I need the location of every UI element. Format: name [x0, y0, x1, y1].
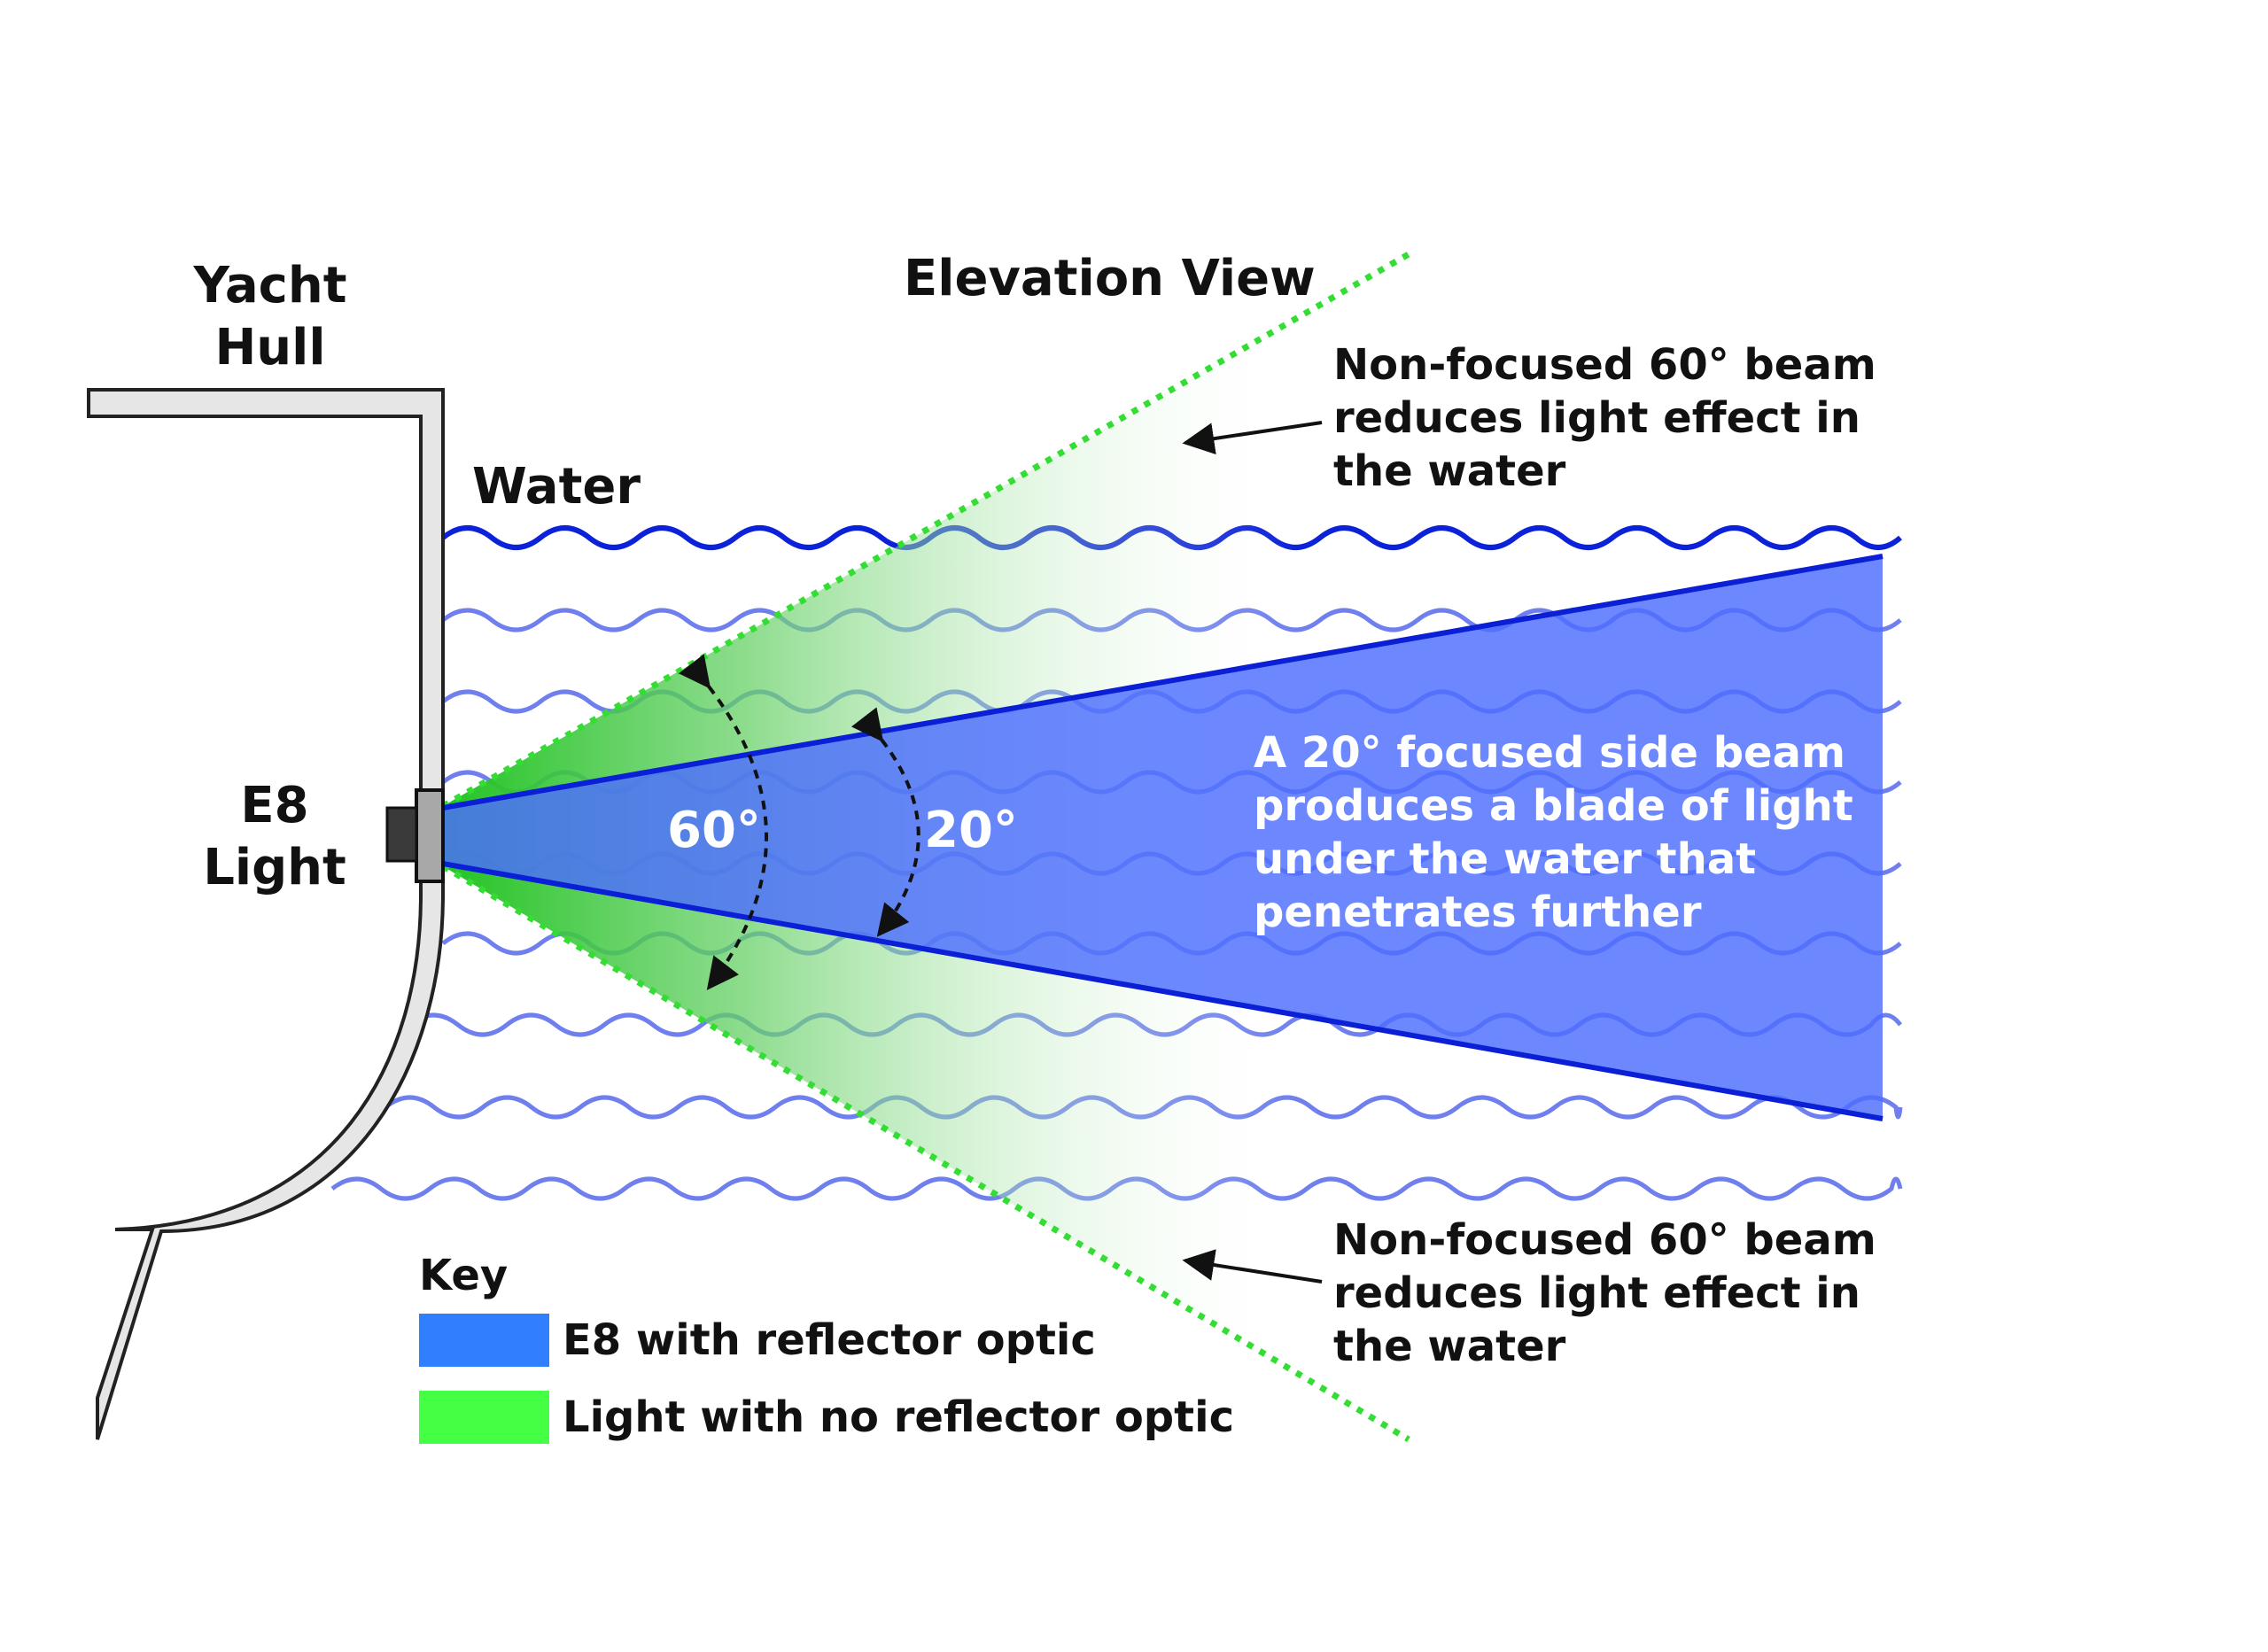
- bottom-annotation-arrow: [1182, 1249, 1323, 1284]
- bottom-annotation-line: reduces light effect in: [1333, 1268, 1860, 1318]
- diagram-title: Elevation View: [904, 250, 1316, 307]
- e8-light-label-line2: Light: [203, 839, 346, 896]
- bottom-annotation-line: Non-focused 60° beam: [1333, 1215, 1876, 1265]
- top-annotation-line: reduces light effect in: [1333, 393, 1860, 443]
- key-swatch-no-reflector: [419, 1391, 549, 1444]
- yacht-hull-label-line2: Hull: [214, 319, 326, 376]
- e8-light-housing: [415, 788, 445, 883]
- yacht-hull: [87, 388, 445, 1440]
- top-annotation-line: Non-focused 60° beam: [1333, 340, 1876, 390]
- wide-beam-upper-edge: [441, 251, 1410, 810]
- focused-annotation-line: penetrates further: [1254, 888, 1702, 937]
- key-title: Key: [419, 1251, 509, 1300]
- key-label-reflector: E8 with reflector optic: [563, 1315, 1096, 1365]
- focused-annotation-line: A 20° focused side beam: [1254, 728, 1846, 778]
- bottom-annotation: Non-focused 60° beam reduces light effec…: [1333, 1214, 1876, 1373]
- e8-light-label-line1: E8: [240, 777, 309, 834]
- focused-beam-annotation: A 20° focused side beam produces a blade…: [1254, 726, 1853, 939]
- focused-annotation-line: produces a blade of light: [1254, 781, 1853, 831]
- focused-annotation-line: under the water that: [1254, 834, 1757, 884]
- narrow-angle-arc: [850, 707, 920, 937]
- water-label: Water: [472, 458, 641, 516]
- top-annotation: Non-focused 60° beam reduces light effec…: [1333, 338, 1876, 498]
- angle-60-label: 60°: [667, 802, 761, 859]
- e8-light-body: [385, 806, 418, 863]
- top-annotation-arrow: [1182, 421, 1323, 455]
- e8-light-label: E8 Light: [199, 775, 350, 899]
- wide-angle-arc: [679, 654, 768, 990]
- wide-beam-lower-edge: [441, 863, 1410, 1443]
- focused-beam-area: [443, 556, 1883, 1119]
- angle-20-label: 20°: [924, 802, 1018, 859]
- key-label-no-reflector: Light with no reflector optic: [563, 1392, 1235, 1442]
- top-annotation-line: the water: [1333, 446, 1566, 496]
- yacht-hull-label: Yacht Hull: [190, 255, 350, 379]
- bottom-annotation-line: the water: [1333, 1322, 1566, 1371]
- yacht-hull-label-line1: Yacht: [193, 257, 347, 314]
- key-swatch-reflector: [419, 1314, 549, 1367]
